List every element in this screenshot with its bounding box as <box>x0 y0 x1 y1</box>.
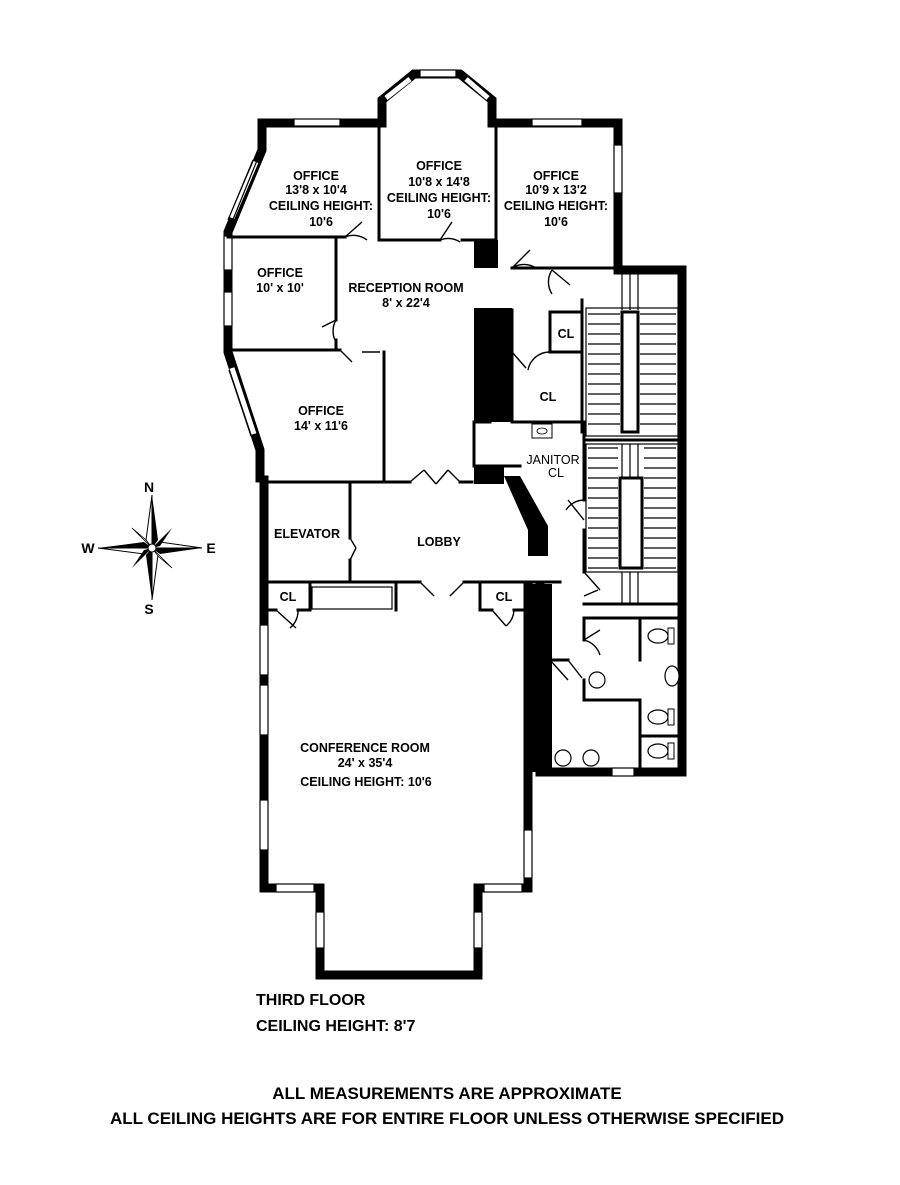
window <box>311 586 393 610</box>
windows <box>223 69 635 949</box>
compass-north: N <box>144 479 154 495</box>
toilet-icon <box>647 628 669 644</box>
window <box>531 118 583 127</box>
doors <box>275 221 601 681</box>
office-nw-size: 13'8 x 10'4 <box>285 183 347 197</box>
compass-rose-icon: N S W E <box>81 479 215 617</box>
compass-east: E <box>206 540 215 556</box>
window <box>473 911 483 949</box>
elevator-label: ELEVATOR <box>274 527 340 541</box>
lobby-label: LOBBY <box>417 535 461 549</box>
office-w-name: OFFICE <box>257 266 303 280</box>
toilet-icon <box>664 665 680 687</box>
urinal-icon <box>582 749 600 767</box>
office-sw-size: 14' x 11'6 <box>294 419 348 433</box>
conference-name: CONFERENCE ROOM <box>300 741 430 755</box>
office-ne-ceiling-label: CEILING HEIGHT: <box>504 199 608 213</box>
window <box>613 144 623 194</box>
conference-ceiling: CEILING HEIGHT: 10'6 <box>300 775 432 789</box>
office-n-name: OFFICE <box>416 159 462 173</box>
note-measurements: ALL MEASUREMENTS ARE APPROXIMATE <box>272 1084 621 1103</box>
office-sw-name: OFFICE <box>298 404 344 418</box>
office-nw-ceiling-value: 10'6 <box>309 215 333 229</box>
office-n-ceiling-label: CEILING HEIGHT: <box>387 191 491 205</box>
window <box>523 829 533 879</box>
office-nw-name: OFFICE <box>293 169 339 183</box>
note-ceiling-heights: ALL CEILING HEIGHTS ARE FOR ENTIRE FLOOR… <box>110 1109 784 1128</box>
sink-icon <box>588 671 606 689</box>
office-n-size: 10'8 x 14'8 <box>408 175 470 189</box>
window <box>223 291 233 327</box>
window <box>259 799 269 851</box>
window <box>259 684 269 736</box>
window <box>315 911 325 949</box>
office-ne-size: 10'9 x 13'2 <box>525 183 587 197</box>
stair-south <box>585 443 679 604</box>
closet-label: CL <box>540 390 557 404</box>
window <box>483 883 523 893</box>
stair-treads <box>588 313 676 569</box>
closet-label: CL <box>280 590 297 604</box>
structural-columns <box>474 240 552 772</box>
stair-north <box>585 272 679 437</box>
reception-name: RECEPTION ROOM <box>348 281 463 295</box>
office-w-size: 10' x 10' <box>256 281 304 295</box>
office-n-ceiling-value: 10'6 <box>427 207 451 221</box>
window <box>611 767 635 777</box>
urinal-icon <box>554 749 572 767</box>
plumbing-fixtures <box>531 423 680 767</box>
window <box>275 883 315 893</box>
window <box>223 235 233 271</box>
floor-ceiling-height: CEILING HEIGHT: 8'7 <box>256 1018 415 1035</box>
room-labels: OFFICE 13'8 x 10'4 CEILING HEIGHT: 10'6 … <box>256 159 608 789</box>
reception-size: 8' x 22'4 <box>382 296 430 310</box>
office-ne-name: OFFICE <box>533 169 579 183</box>
compass-south: S <box>144 601 153 617</box>
window <box>293 118 341 127</box>
office-nw-ceiling-label: CEILING HEIGHT: <box>269 199 373 213</box>
closet-label: CL <box>496 590 513 604</box>
office-ne-ceiling-value: 10'6 <box>544 215 568 229</box>
window <box>419 69 457 78</box>
janitor-closet-label: CL <box>548 466 564 480</box>
janitor-label: JANITOR <box>526 453 579 467</box>
toilet-icon <box>647 743 669 759</box>
angled-windows <box>227 77 490 437</box>
toilet-icon <box>647 709 669 725</box>
conference-size: 24' x 35'4 <box>338 756 393 770</box>
floor-title: THIRD FLOOR <box>256 992 366 1009</box>
window <box>259 624 269 676</box>
closet-label: CL <box>558 327 575 341</box>
compass-west: W <box>81 540 95 556</box>
